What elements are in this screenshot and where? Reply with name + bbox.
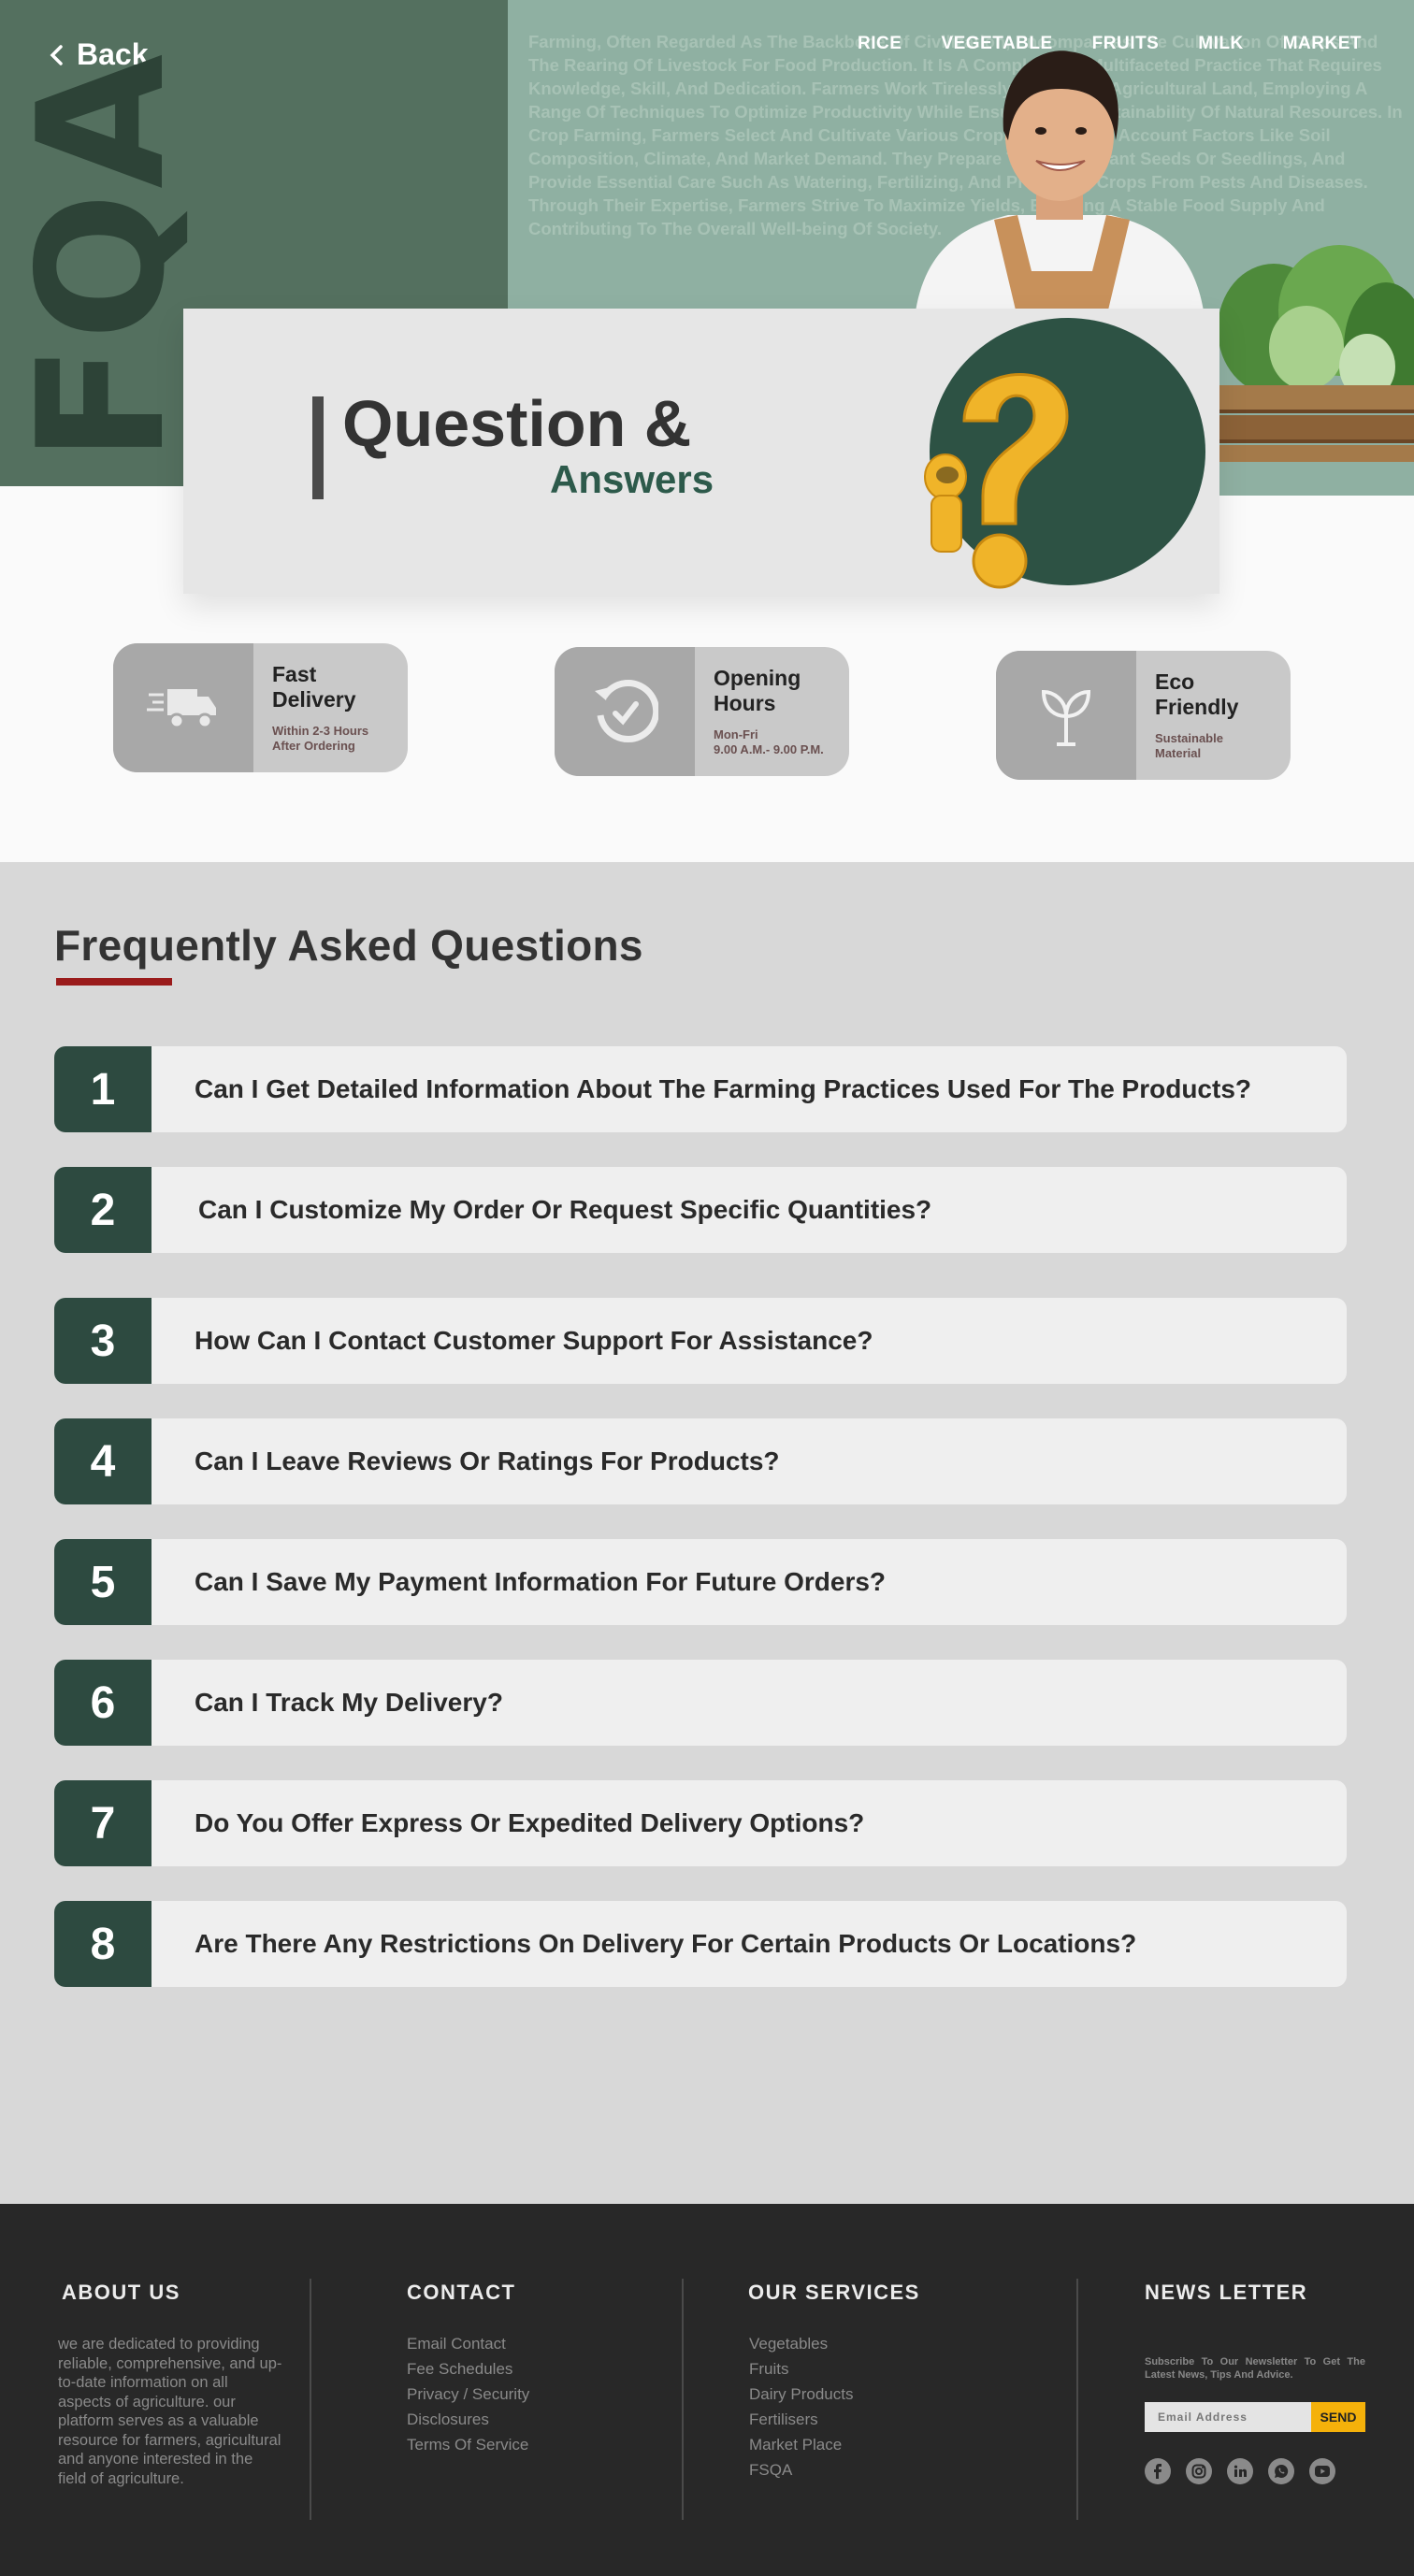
- footer-about-text: we are dedicated to providing reliable, …: [58, 2336, 282, 2487]
- faq-number: 1: [54, 1046, 152, 1132]
- vertical-fqa-text: FQA: [0, 50, 203, 463]
- question-mark-astronaut-icon: [924, 373, 1069, 589]
- clock-check-icon: [595, 680, 658, 742]
- footer-link-fruits[interactable]: Fruits: [749, 2360, 789, 2378]
- delivery-truck-icon: [147, 689, 216, 729]
- feature-icon-box: [996, 651, 1136, 780]
- footer-link-email-contact[interactable]: Email Contact: [407, 2335, 506, 2353]
- faq-number: 5: [54, 1539, 152, 1625]
- faq-title-underline: [56, 978, 172, 986]
- faq-item[interactable]: 6 Can I Track My Delivery?: [54, 1660, 1347, 1746]
- feature-icon-box: [555, 647, 695, 776]
- footer: ABOUT US we are dedicated to providing r…: [0, 2204, 1414, 2576]
- newsletter-email-input[interactable]: [1145, 2402, 1311, 2432]
- footer-link-market-place[interactable]: Market Place: [749, 2436, 843, 2454]
- faq-item[interactable]: 4 Can I Leave Reviews Or Ratings For Pro…: [54, 1418, 1347, 1504]
- footer-link-disclosures[interactable]: Disclosures: [407, 2411, 489, 2428]
- faq-item[interactable]: 7 Do You Offer Express Or Expedited Deli…: [54, 1780, 1347, 1866]
- nav-market[interactable]: MARKET: [1282, 34, 1362, 53]
- faq-number: 2: [54, 1167, 152, 1253]
- back-label: Back: [77, 37, 149, 71]
- footer-contact-links: Email Contact Fee Schedules Privacy / Se…: [407, 2331, 529, 2457]
- instagram-icon[interactable]: [1186, 2458, 1212, 2484]
- faq-question: How Can I Contact Customer Support For A…: [152, 1298, 1347, 1384]
- sprout-icon: [1041, 689, 1091, 746]
- faq-number: 4: [54, 1418, 152, 1504]
- faq-question: Can I Save My Payment Information For Fu…: [152, 1539, 1347, 1625]
- faq-number: 8: [54, 1901, 152, 1987]
- faq-number: 6: [54, 1660, 152, 1746]
- whatsapp-icon[interactable]: [1268, 2458, 1294, 2484]
- footer-divider: [1076, 2279, 1078, 2520]
- linkedin-icon[interactable]: [1227, 2458, 1253, 2484]
- faq-question: Can I Get Detailed Information About The…: [152, 1046, 1347, 1132]
- hero-section: Farming, Often Regarded As The Backbone …: [0, 0, 1414, 862]
- faq-question: Can I Leave Reviews Or Ratings For Produ…: [152, 1418, 1347, 1504]
- faq-title: Frequently Asked Questions: [54, 921, 643, 970]
- feature-icon-box: [113, 643, 253, 772]
- faq-item[interactable]: 1 Can I Get Detailed Information About T…: [54, 1046, 1347, 1132]
- footer-contact-title: CONTACT: [407, 2281, 516, 2304]
- footer-link-privacy-security[interactable]: Privacy / Security: [407, 2385, 530, 2403]
- footer-link-fsqa[interactable]: FSQA: [749, 2461, 793, 2479]
- banner-circle: [930, 318, 1205, 585]
- nav-rice[interactable]: RICE: [858, 34, 902, 53]
- faq-question: Do You Offer Express Or Expedited Delive…: [152, 1780, 1347, 1866]
- newsletter-description: Subscribe To Our Newsletter To Get The L…: [1145, 2356, 1365, 2381]
- chevron-left-icon: [50, 44, 63, 65]
- faq-question: Are There Any Restrictions On Delivery F…: [152, 1901, 1347, 1987]
- title-accent-bar: [312, 396, 324, 499]
- footer-services-title: OUR SERVICES: [748, 2281, 920, 2304]
- top-nav: RICE VEGETABLE FRUITS MILK MARKET: [858, 34, 1362, 54]
- banner-title: Question &: [342, 387, 692, 460]
- faq-item[interactable]: 5 Can I Save My Payment Information For …: [54, 1539, 1347, 1625]
- faq-number: 3: [54, 1298, 152, 1384]
- back-button[interactable]: Back: [49, 37, 149, 72]
- nav-vegetable[interactable]: VEGETABLE: [941, 34, 1053, 53]
- faq-section: Frequently Asked Questions 1 Can I Get D…: [0, 862, 1414, 2204]
- faq-item[interactable]: 8 Are There Any Restrictions On Delivery…: [54, 1901, 1347, 1987]
- faq-question: Can I Track My Delivery?: [152, 1660, 1347, 1746]
- footer-link-terms[interactable]: Terms Of Service: [407, 2436, 529, 2454]
- faq-number: 7: [54, 1780, 152, 1866]
- vegetable-crate-image: [1218, 245, 1414, 462]
- nav-fruits[interactable]: FRUITS: [1091, 34, 1160, 53]
- footer-link-fee-schedules[interactable]: Fee Schedules: [407, 2360, 513, 2378]
- newsletter-send-button[interactable]: SEND: [1311, 2402, 1365, 2432]
- footer-services-links: Vegetables Fruits Dairy Products Fertili…: [749, 2331, 853, 2482]
- faq-question: Can I Customize My Order Or Request Spec…: [152, 1167, 1347, 1253]
- footer-link-fertilisers[interactable]: Fertilisers: [749, 2411, 818, 2428]
- farmer-woman-image: [915, 50, 1205, 318]
- hero-right-panel: Farming, Often Regarded As The Backbone …: [508, 0, 1414, 309]
- social-links: [1145, 2458, 1335, 2484]
- footer-newsletter-title: NEWS LETTER: [1145, 2281, 1308, 2304]
- qa-banner-card: Question & Answers: [183, 309, 1219, 594]
- footer-divider: [310, 2279, 311, 2520]
- faq-item[interactable]: 2 Can I Customize My Order Or Request Sp…: [54, 1167, 1347, 1253]
- faq-item[interactable]: 3 How Can I Contact Customer Support For…: [54, 1298, 1347, 1384]
- nav-milk[interactable]: MILK: [1198, 34, 1244, 53]
- banner-subtitle: Answers: [550, 457, 714, 501]
- background-paragraph: Farming, Often Regarded As The Backbone …: [528, 32, 1403, 238]
- footer-link-dairy-products[interactable]: Dairy Products: [749, 2385, 854, 2403]
- footer-link-vegetables[interactable]: Vegetables: [749, 2335, 829, 2353]
- footer-about-title: ABOUT US: [62, 2281, 180, 2304]
- footer-divider: [682, 2279, 684, 2520]
- facebook-icon[interactable]: [1145, 2458, 1171, 2484]
- youtube-icon[interactable]: [1309, 2458, 1335, 2484]
